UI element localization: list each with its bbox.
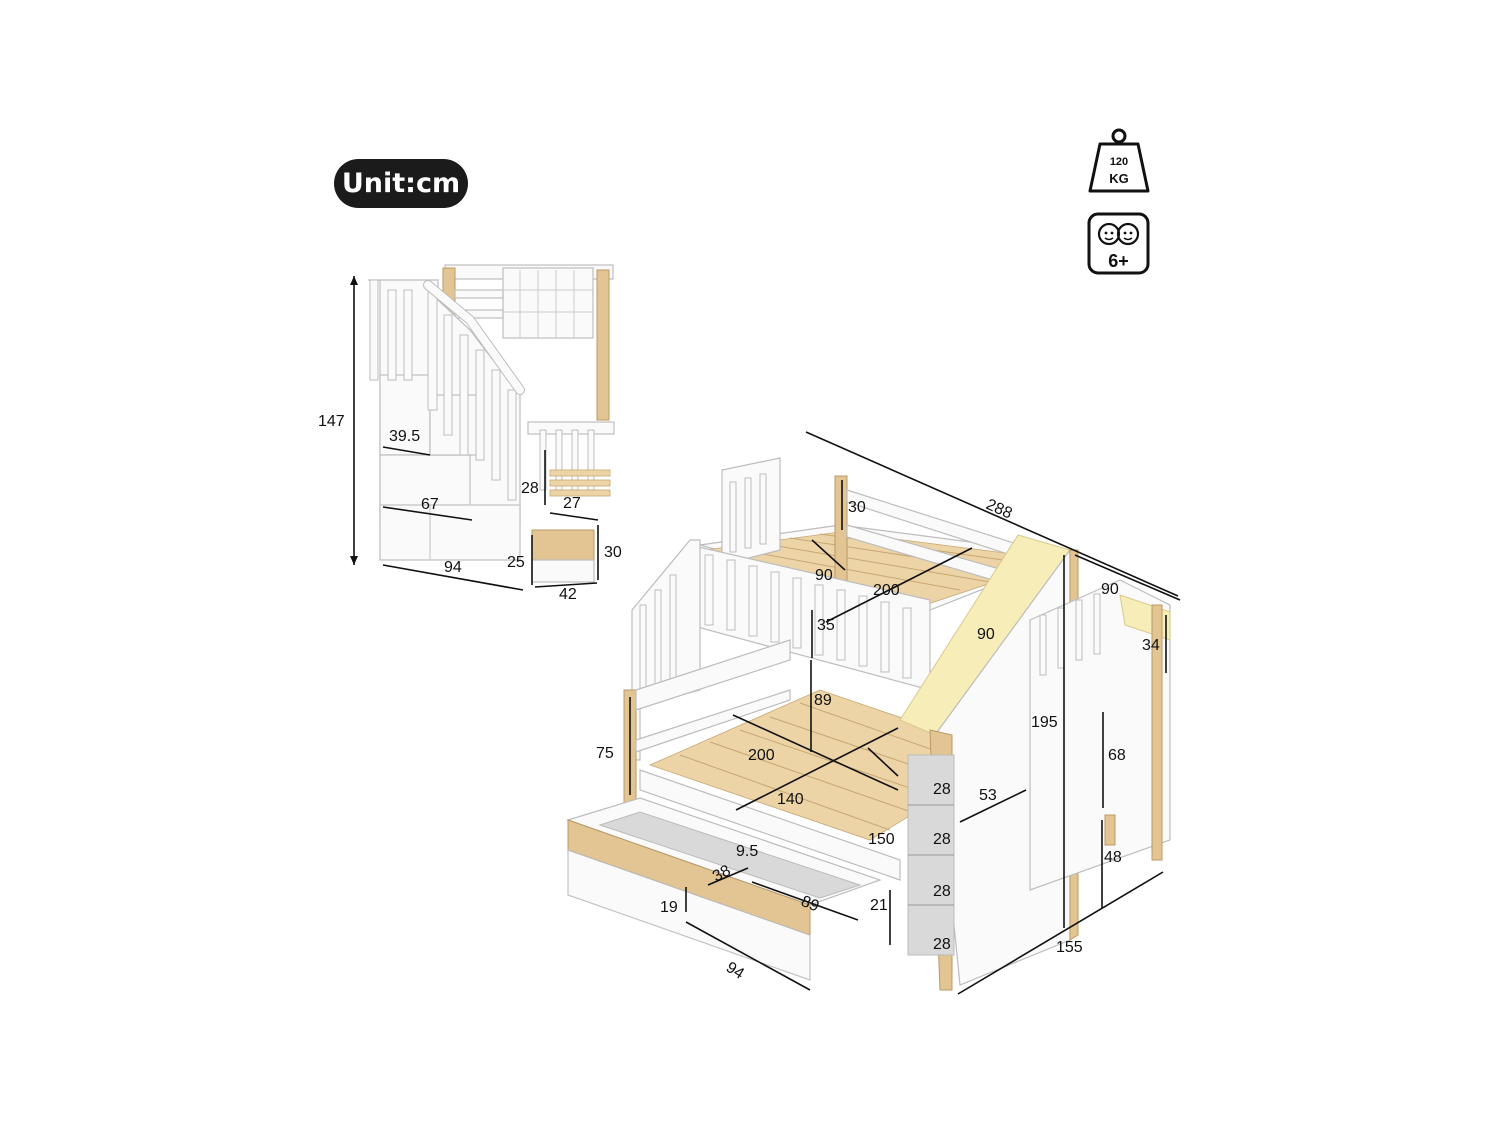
dim-stair-height: 147 xyxy=(318,413,345,430)
unit-label: Unit:cm xyxy=(334,159,468,208)
dim-guard-rail: 35 xyxy=(817,617,835,634)
dim-drawer-inner: 38 xyxy=(710,862,734,885)
dim-lower-width: 140 xyxy=(777,791,804,808)
dim-top-step: 27 xyxy=(563,495,581,512)
stair-diagram: 147 39.5 67 94 28 27 25 30 42 xyxy=(318,264,622,603)
dim-step-width: 67 xyxy=(421,496,439,513)
dim-drawer-clearance: 21 xyxy=(870,897,888,914)
dim-total-length: 288 xyxy=(983,496,1014,522)
dim-drawer-handle: 9.5 xyxy=(736,843,758,860)
dim-upper-rail: 30 xyxy=(848,499,866,516)
dim-house-depth: 90 xyxy=(1101,581,1119,598)
dim-stair-drawer-total: 30 xyxy=(604,544,622,561)
dim-drawer-height: 19 xyxy=(660,899,678,916)
dim-upper-width: 90 xyxy=(815,567,833,584)
dim-cabinet-height: 68 xyxy=(1108,747,1126,764)
dim-shelf-width: 53 xyxy=(979,787,997,804)
weight-icon: 120 KG xyxy=(1086,127,1152,195)
dim-total-height: 195 xyxy=(1031,714,1058,731)
dim-shelf-1: 28 xyxy=(933,781,951,798)
dim-drawer-width: 94 xyxy=(723,959,747,983)
dim-house-roof: 90 xyxy=(977,626,995,643)
dim-stair-base: 94 xyxy=(444,559,462,576)
dim-step-depth: 39.5 xyxy=(389,428,420,445)
dim-total-width: 155 xyxy=(1056,939,1083,956)
bunk-bed-diagram: 288 30 90 200 90 90 35 34 89 195 75 200 … xyxy=(566,431,1181,995)
dim-upper-clearance: 89 xyxy=(814,692,832,709)
dim-riser: 28 xyxy=(521,480,539,497)
dim-shelf-4: 28 xyxy=(933,936,951,953)
dim-drawer-length: 89 xyxy=(799,893,822,915)
dim-shelf-2: 28 xyxy=(933,831,951,848)
dim-stair-drawer-height: 25 xyxy=(507,554,525,571)
dim-upper-length: 200 xyxy=(873,582,900,599)
age-label: 6+ xyxy=(1108,251,1129,271)
weight-unit: KG xyxy=(1109,171,1129,186)
dim-shelf-3: 28 xyxy=(933,883,951,900)
dim-canopy: 34 xyxy=(1142,637,1160,654)
dim-lower-rail: 75 xyxy=(596,745,614,762)
dim-bed-width: 150 xyxy=(868,831,895,848)
weight-value: 120 xyxy=(1110,156,1128,168)
dim-lower-length: 200 xyxy=(748,747,775,764)
age-icon: 6+ xyxy=(1087,212,1150,275)
dim-stair-drawer-depth: 42 xyxy=(559,586,577,603)
dim-under-clearance: 48 xyxy=(1104,849,1122,866)
